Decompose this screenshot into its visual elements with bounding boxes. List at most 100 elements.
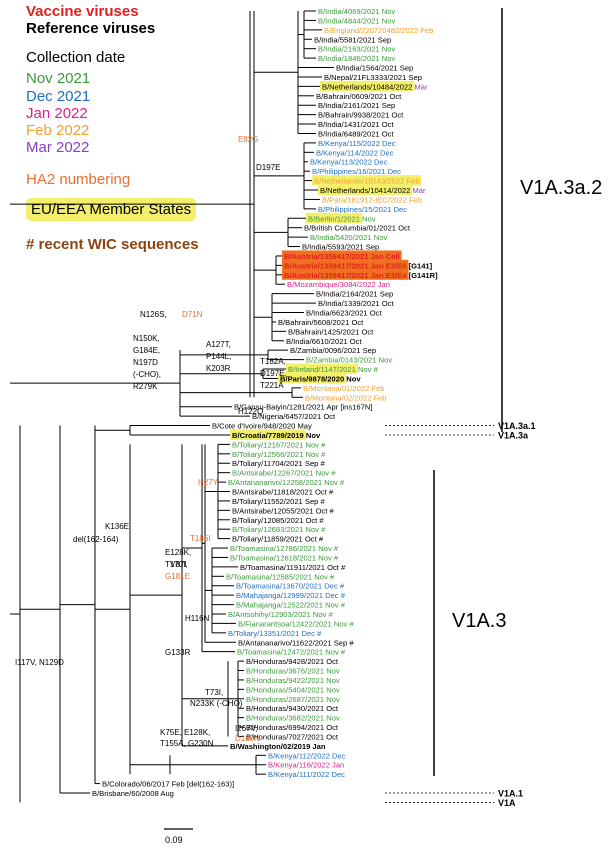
tip-name: B/Toamasina/12585/2021 Nov # — [226, 572, 335, 581]
tip-name: B/Philippines/15/2021 Dec — [318, 205, 407, 214]
vaccine-highlight — [282, 269, 409, 280]
tip-label: B/India/2163/2021 Nov — [318, 45, 395, 54]
tip-name: B/Austria/1359417/2021 Jan E3/E5 — [284, 261, 407, 270]
tip-label: B/Toliary/12683/2021 Nov # — [232, 525, 326, 534]
tip-label: B/Antananarivo/12258/2021 Nov # — [228, 478, 345, 487]
tip-name: B/Cote d'Ivoire/948/2020 May — [212, 422, 312, 431]
tip-name: B/Antsirabe/11818/2021 Oct # — [232, 488, 334, 497]
tip-label: B/Toliary/11552/2021 Sep # — [232, 497, 326, 506]
legend-month-mar: Mar 2022 — [26, 140, 89, 156]
legend-month-text: Mar 2022 — [26, 139, 90, 156]
tip-name: B/Austria/1359417/2021 Jan Cell — [284, 252, 400, 261]
mutation-label: R279K — [133, 382, 158, 391]
legend-reference-text: Reference viruses — [26, 20, 156, 37]
tip-name: B/Mahajanga/12999/2021 Dec # — [236, 591, 346, 600]
clade-label: V1A.3a.2 — [520, 177, 602, 199]
tip-name: B/Paris/9878/2020 — [280, 374, 344, 383]
mutation-label: E128K, — [165, 548, 191, 557]
tip-label: B/Austria/1359417/2021 Jan Cell — [284, 252, 400, 261]
tip-name: B/Toliary/11552/2021 Sep # — [232, 497, 326, 506]
mutation-label: G133R — [165, 648, 191, 657]
vaccine-highlight — [282, 250, 402, 261]
tip-name: B/Netherlands/10484/2022 — [322, 82, 412, 91]
tip-label: B/Kenya/112/2022 Dec — [268, 751, 346, 760]
legend-wic: # recent WIC sequences — [26, 237, 199, 253]
mutation-label: D197E, — [260, 369, 287, 378]
subclade-label: V1A.1 — [498, 789, 523, 799]
tip-label: B/Honduras/3682/2021 Nov — [246, 714, 340, 723]
tip-label: B/Kenya/115/2022 Dec — [318, 139, 396, 148]
tip-name: B/Honduras/5404/2021 Nov — [246, 685, 340, 694]
tip-name: B/Para/181912-IEC/2022 Feb — [322, 195, 422, 204]
tip-name: B/Toamasina/12618/2021 Nov # — [230, 553, 339, 562]
tip-label: B/Montana/02/2022 Feb — [305, 393, 386, 402]
tip-label: B/Bahrain/9938/2021 Oct — [318, 111, 404, 120]
legend-collection-date-text: Collection date — [26, 49, 126, 66]
mutation-label: T155A, G230N — [160, 739, 214, 748]
tip-label: B/Paris/9878/2020 Nov — [280, 374, 361, 383]
tip-name: B/India/1339/2021 Oct — [318, 299, 394, 308]
tip-label: B/Antsirabe/12055/2021 Oct # — [232, 506, 335, 515]
tip-label: B/Fianarantsoa/12422/2021 Nov # — [238, 619, 354, 628]
tip-label: B/Zambia/0143/2021 Nov — [306, 356, 392, 365]
tip-name: B/India/1431/2021 Oct — [318, 120, 394, 129]
tip-name: B/Kenya/115/2022 Dec — [318, 139, 396, 148]
tip-label: B/Austria/1359417/2021 Jan E3/E4 [G141R] — [284, 271, 438, 280]
mutation-label: G184E, — [133, 346, 160, 355]
tip-name: B/Toliary/11704/2021 Sep # — [232, 459, 326, 468]
legend-ha2-text: HA2 numbering — [26, 171, 131, 188]
tip-name: B/Kenya/113/2022 Dec — [310, 158, 388, 167]
tip-label: B/Kenya/111/2022 Dec — [268, 770, 345, 779]
legend-vaccine-viruses: Vaccine viruses — [26, 4, 139, 20]
tip-name: B/Honduras/9422/2021 Nov — [246, 676, 340, 685]
tip-label: B/Antsohihy/12903/2021 Nov # — [228, 610, 333, 619]
tip-label: B/Berlin/1/2021 Nov — [308, 214, 376, 223]
tip-name: B/Toamasina/13670/2021 Dec # — [236, 582, 345, 591]
tip-name: B/Honduras/9430/2021 Oct — [246, 704, 339, 713]
mutation-label: G181E — [165, 572, 190, 581]
subclade-label: V1A — [498, 798, 516, 808]
tip-label: B/Toliary/11859/2021 Oct # — [232, 535, 324, 544]
mutation-label: del(162-164) — [73, 535, 119, 544]
tip-label: B/Colorado/06/2017 Feb [del(162-163)] — [102, 780, 234, 789]
tip-name: B/Kenya/112/2022 Dec — [268, 751, 346, 760]
tip-name: B/Toliary/12683/2021 Nov # — [232, 525, 326, 534]
tip-label: B/Honduras/9428/2021 Oct — [246, 657, 339, 666]
tip-label: B/Toamasina/12585/2021 Nov # — [226, 572, 335, 581]
tip-label: B/Antananarivo/11622/2021 Sep # — [238, 638, 354, 647]
tip-label: B/Toamasina/13670/2021 Dec # — [236, 582, 345, 591]
mutation-label: D71N — [182, 310, 203, 319]
mutation-label: I117V, N129D — [15, 658, 64, 667]
mutation-label: K136E, — [105, 522, 131, 531]
tip-suffix: Nov # — [356, 365, 379, 374]
tip-label: B/Honduras/2687/2021 Nov — [246, 695, 340, 704]
mutation-label: P144L, — [206, 352, 231, 361]
tip-label: B/Antsirabe/12267/2021 Nov # — [232, 469, 336, 478]
clade-label: V1A.3 — [452, 610, 506, 632]
tip-name: B/India/5593/2021 Sep — [302, 243, 379, 252]
tip-label: B/Montana/01/2022 Feb — [303, 384, 384, 393]
tip-name: B/Philippines/16/2021 Dec — [312, 167, 401, 176]
eu-highlight — [230, 429, 306, 440]
tip-name: B/India/2164/2021 Sep — [316, 290, 393, 299]
tip-name: B/Mahajanga/12522/2021 Nov # — [236, 601, 346, 610]
tip-label: B/Nepal/21FL3333/2021 Sep — [324, 73, 422, 82]
tip-name: B/Toamasina/12786/2021 Nov # — [230, 544, 339, 553]
subclade-label: V1A.3a — [498, 430, 529, 440]
mutation-label: T170I, — [165, 560, 188, 569]
tip-name: B/Honduras/9428/2021 Oct — [246, 657, 339, 666]
tip-label: B/Brisbane/60/2008 Aug — [92, 789, 174, 798]
tip-label: B/Kenya/116/2022 Jan — [268, 761, 344, 770]
tip-label: B/Gansu-Baiyin/1281/2021 Apr [ins167N] — [234, 403, 372, 412]
tip-label: B/Toliary/12167/2021 Nov # — [232, 440, 326, 449]
tip-name: B/Colorado/06/2017 Feb [del(162-163)] — [102, 780, 234, 789]
tip-name: B/Croatia/7789/2019 — [232, 431, 304, 440]
tip-name: B/Ireland/1147/2021 — [288, 365, 356, 374]
mutation-label: N233K (-CHO) — [190, 699, 243, 708]
tip-label: B/India/6489/2021 Oct — [318, 129, 394, 138]
tip-name: B/Austria/1359417/2021 Jan E3/E4 — [284, 271, 407, 280]
tip-label: B/Kenya/114/2022 Dec — [316, 148, 394, 157]
tip-name: B/Bahrain/1425/2021 Oct — [288, 327, 374, 336]
tip-name: B/Netherlands/10143/2022 Feb — [314, 177, 420, 186]
